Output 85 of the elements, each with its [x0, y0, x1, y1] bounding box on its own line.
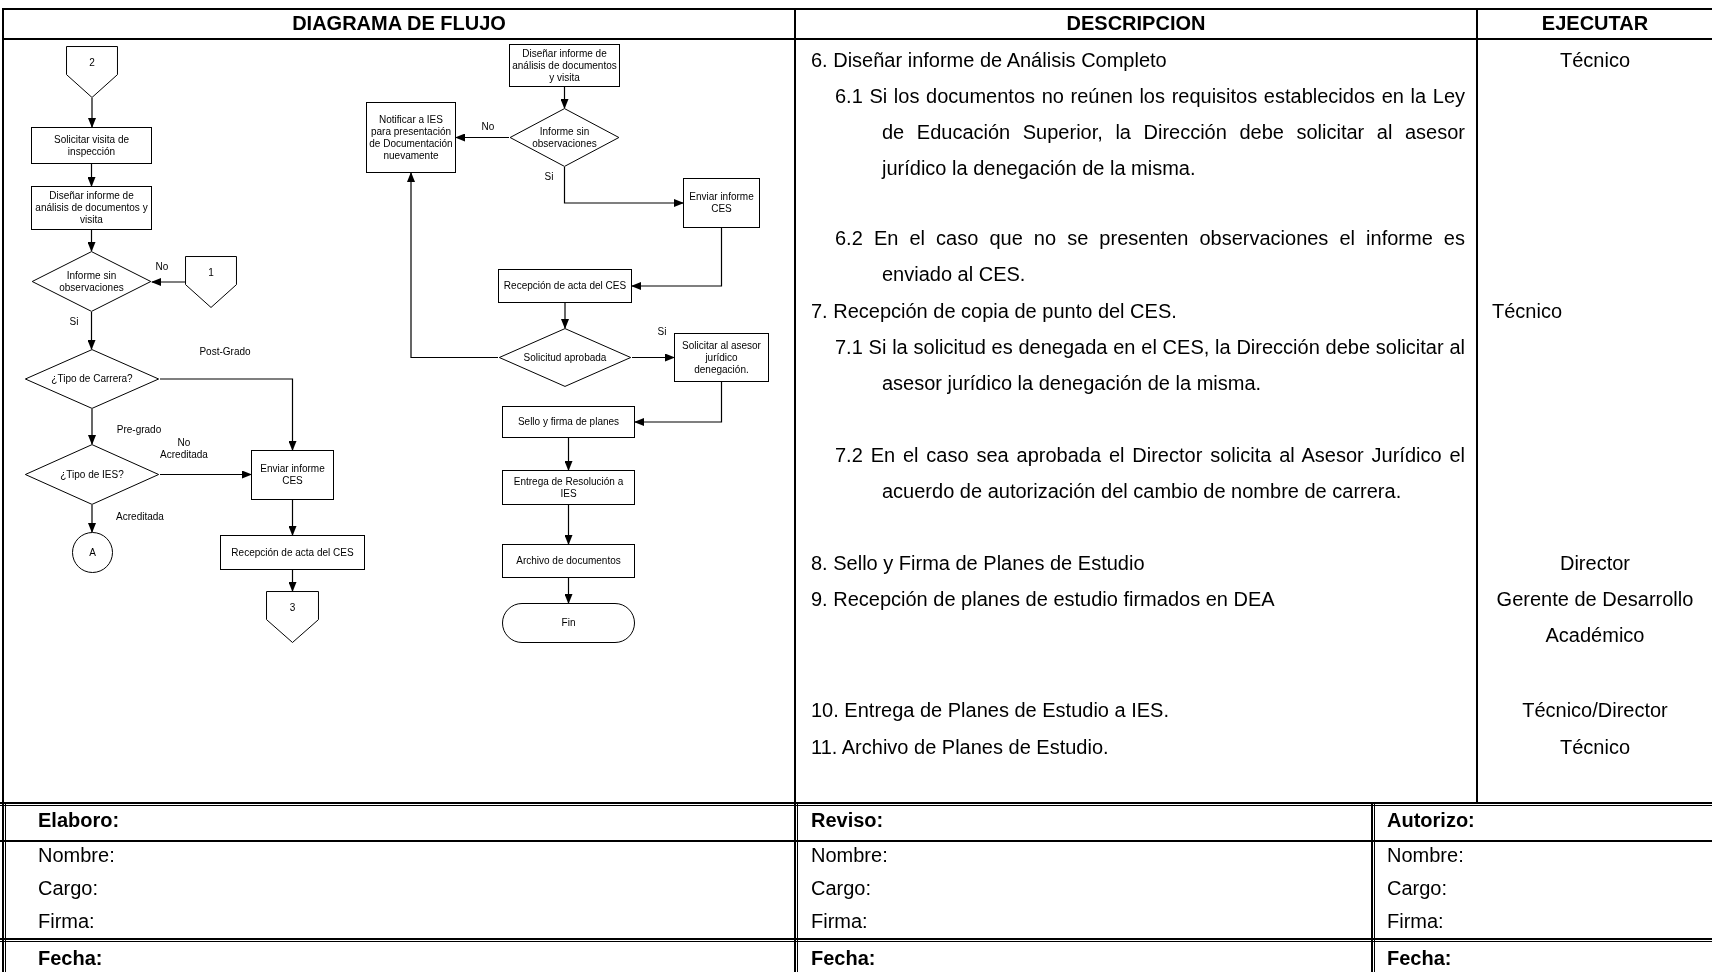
role-text: Técnico — [1492, 299, 1564, 324]
edge-label: No — [154, 261, 170, 273]
decision-diamond: ¿Tipo de Carrera? — [24, 349, 160, 409]
step-text: 7. Recepción de copia de punto del CES. — [811, 299, 1178, 324]
column-header: DIAGRAMA DE FLUJO — [291, 11, 507, 36]
decision-diamond: Informe sin observaciones — [509, 108, 620, 167]
process-box: Diseñar informe de análisis de documentos y visita — [509, 44, 620, 87]
arrow — [561, 302, 569, 329]
process-box: Notificar a IES para presentación de Documentación nuevamente — [366, 102, 456, 173]
edge-label: Post-Grado — [198, 346, 252, 358]
step-text: 8. Sello y Firma de Planes de Estudio — [811, 551, 1146, 576]
role-text: Gerente de Desarrollo Académico — [1495, 587, 1695, 648]
arrow — [88, 504, 96, 533]
arrow — [88, 97, 96, 128]
step-text: 10. Entrega de Planes de Estudio a IES. — [811, 698, 1171, 723]
arrow — [631, 227, 723, 290]
process-box: Recepción de acta del CES — [220, 535, 365, 570]
arrow — [631, 353, 675, 362]
column-header: EJECUTAR — [1540, 11, 1650, 36]
terminator: Fin — [502, 603, 635, 643]
form-field-label: Autorizo: — [1387, 808, 1475, 833]
off-page-connector: 3 — [266, 591, 319, 643]
form-field-label: Cargo: — [38, 876, 99, 901]
arrow — [87, 229, 96, 252]
role-text: Técnico — [1559, 48, 1631, 73]
process-box: Diseñar informe de análisis de documentos y visita — [31, 186, 152, 230]
arrow — [87, 311, 96, 350]
form-field-label: Nombre: — [811, 843, 888, 868]
edge-label: No — [480, 121, 496, 133]
form-field-label: Fecha: — [811, 946, 876, 971]
form-field-label: Firma: — [1387, 909, 1444, 934]
process-box: Enviar informe CES — [251, 450, 334, 500]
arrow — [288, 499, 297, 536]
arrow — [560, 86, 569, 109]
form-field-label: Nombre: — [38, 843, 115, 868]
step-text: 6. Diseñar informe de Análisis Completo — [811, 48, 1168, 73]
edge-label: Pre-grado — [115, 424, 163, 436]
process-box: Enviar informe CES — [683, 178, 760, 228]
arrow — [634, 381, 723, 426]
form-field-label: Reviso: — [811, 808, 884, 833]
arrow — [563, 166, 684, 207]
arrow — [159, 470, 252, 479]
edge-label: Acreditada — [115, 511, 165, 523]
arrow — [159, 378, 297, 451]
role-text: Director — [1559, 551, 1631, 576]
form-field-label: Cargo: — [811, 876, 872, 901]
arrow — [564, 577, 573, 604]
process-box: Recepción de acta del CES — [498, 269, 632, 303]
step-text: 9. Recepción de planes de estudio firmados en DEA — [811, 587, 1276, 612]
arrow — [288, 569, 297, 592]
role-text: Técnico — [1559, 735, 1631, 760]
arrow — [455, 133, 510, 142]
edge-label: Si — [543, 171, 555, 183]
decision-diamond: ¿Tipo de IES? — [24, 444, 160, 505]
form-field-label: Fecha: — [38, 946, 103, 971]
step-text: 6.2 En el caso que no se presenten observaciones el informe es enviado al CES. — [835, 226, 1465, 287]
arrow — [88, 408, 96, 445]
form-field-label: Firma: — [811, 909, 868, 934]
process-box: Solicitar al asesor jurídico denegación. — [674, 333, 769, 382]
process-box: Entrega de Resolución a IES — [502, 470, 635, 505]
off-page-connector: 1 — [185, 256, 237, 308]
process-box: Sello y firma de planes — [502, 406, 635, 438]
edge-label: Si — [68, 316, 80, 328]
step-text: 11. Archivo de Planes de Estudio. — [811, 735, 1110, 760]
process-box: Archivo de documentos — [502, 544, 635, 578]
arrow — [564, 437, 573, 471]
arrow — [151, 278, 186, 286]
form-field-label: Fecha: — [1387, 946, 1452, 971]
edge-label: Si — [656, 326, 668, 338]
arrow — [564, 504, 573, 545]
arrow — [407, 172, 499, 359]
form-field-label: Firma: — [38, 909, 95, 934]
decision-diamond: Informe sin observaciones — [31, 251, 152, 312]
off-page-connector: 2 — [66, 46, 118, 98]
form-field-label: Nombre: — [1387, 843, 1464, 868]
step-text: 7.1 Si la solicitud es denegada en el CES, la Dirección debe solicitar al asesor jurídico la denegación de la misma. — [835, 335, 1465, 396]
form-field-label: Elaboro: — [38, 808, 120, 833]
role-text: Técnico/Director — [1521, 698, 1669, 723]
form-field-label: Cargo: — [1387, 876, 1448, 901]
process-box: Solicitar visita de inspección — [31, 127, 152, 164]
decision-diamond: Solicitud aprobada — [498, 328, 632, 387]
step-text: 6.1 Si los documentos no reúnen los requisitos establecidos en la Ley de Educación Superior, la Dirección debe solicitar al asesor jurídico la denegación de la misma. — [835, 84, 1465, 181]
arrow — [87, 163, 96, 187]
step-text: 7.2 En el caso sea aprobada el Director solicita al Asesor Jurídico el acuerdo de autorización del cambio de nombre de carrera. — [835, 443, 1465, 504]
column-header: DESCRIPCION — [1065, 11, 1207, 36]
